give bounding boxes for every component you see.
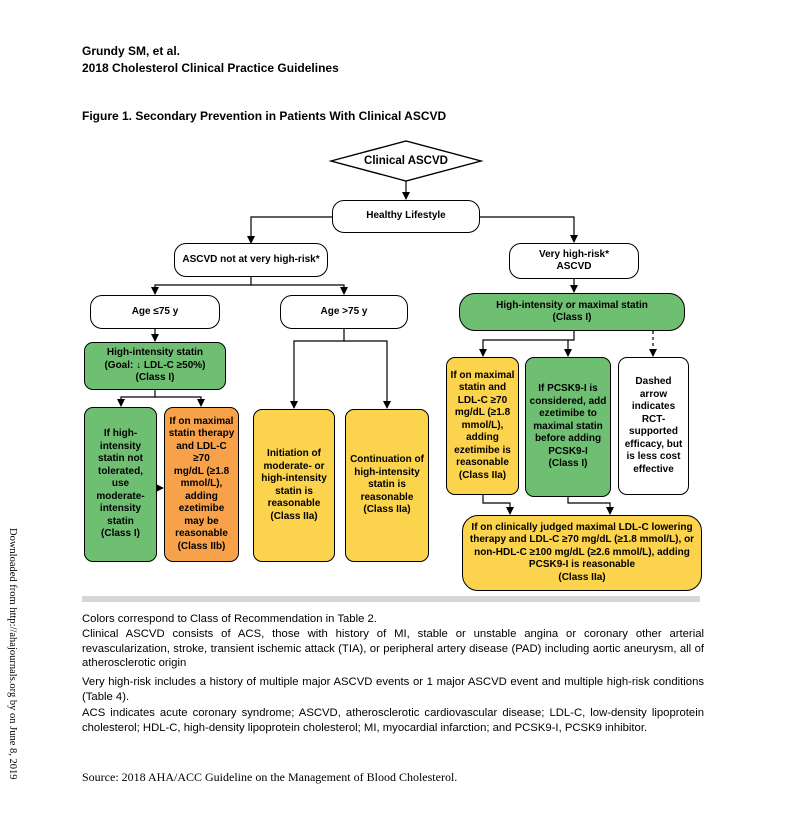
author-line: Grundy SM, et al.: [82, 44, 181, 58]
pcsk9-reasonable-box: If on clinically judged maximal LDL-C lo…: [462, 515, 702, 591]
clinical-ascvd-label: Clinical ASCVD: [364, 154, 448, 167]
source-citation: Source: 2018 AHA/ACC Guideline on the Ma…: [82, 770, 458, 784]
high-intensity-statin-goal-box: High-intensity statin (Goal: ↓ LDL-C ≥50…: [84, 342, 226, 390]
initiation-moderate-statin-box: Initiation of moderate- or high-intensit…: [253, 409, 335, 562]
pcsk9-considered-box: If PCSK9-I is considered, add ezetimibe …: [525, 357, 611, 497]
high-or-maximal-statin-box: High-intensity or maximal statin (Class …: [459, 293, 685, 331]
statin-not-tolerated-box: If high- intensity statin not tolerated,…: [84, 407, 157, 562]
ezetimibe-class-iia-box: If on maximal statin and LDL-C ≥70 mg/dL…: [446, 357, 519, 495]
figure-divider: [82, 596, 700, 602]
age-75-or-under-box: Age ≤75 y: [90, 295, 220, 329]
very-high-risk-ascvd-box: Very high-risk* ASCVD: [509, 243, 639, 279]
footnote-clinical-ascvd: Clinical ASCVD consists of ACS, those wi…: [82, 628, 704, 669]
age-over-75-box: Age >75 y: [280, 295, 408, 329]
healthy-lifestyle-box: Healthy Lifestyle: [332, 200, 480, 233]
clinical-ascvd-diamond: [328, 140, 484, 182]
ascvd-not-very-high-risk-box: ASCVD not at very high-risk*: [174, 243, 328, 277]
download-watermark: Downloaded from http://ahajournals.org b…: [7, 528, 18, 780]
continuation-high-statin-box: Continuation of high-intensity statin is…: [345, 409, 429, 562]
footnote-very-high-risk: Very high-risk includes a history of mul…: [82, 676, 704, 703]
footnote-colors: Colors correspond to Class of Recommenda…: [82, 613, 377, 625]
ezetimibe-class-iib-box: If on maximal statin therapy and LDL-C ≥…: [164, 407, 239, 562]
document-title: 2018 Cholesterol Clinical Practice Guide…: [82, 61, 339, 75]
footnote-abbreviations: ACS indicates acute coronary syndrome; A…: [82, 707, 704, 734]
figure-title: Figure 1. Secondary Prevention in Patien…: [82, 109, 447, 123]
dashed-arrow-note-box: Dashed arrow indicates RCT- supported ef…: [618, 357, 689, 495]
